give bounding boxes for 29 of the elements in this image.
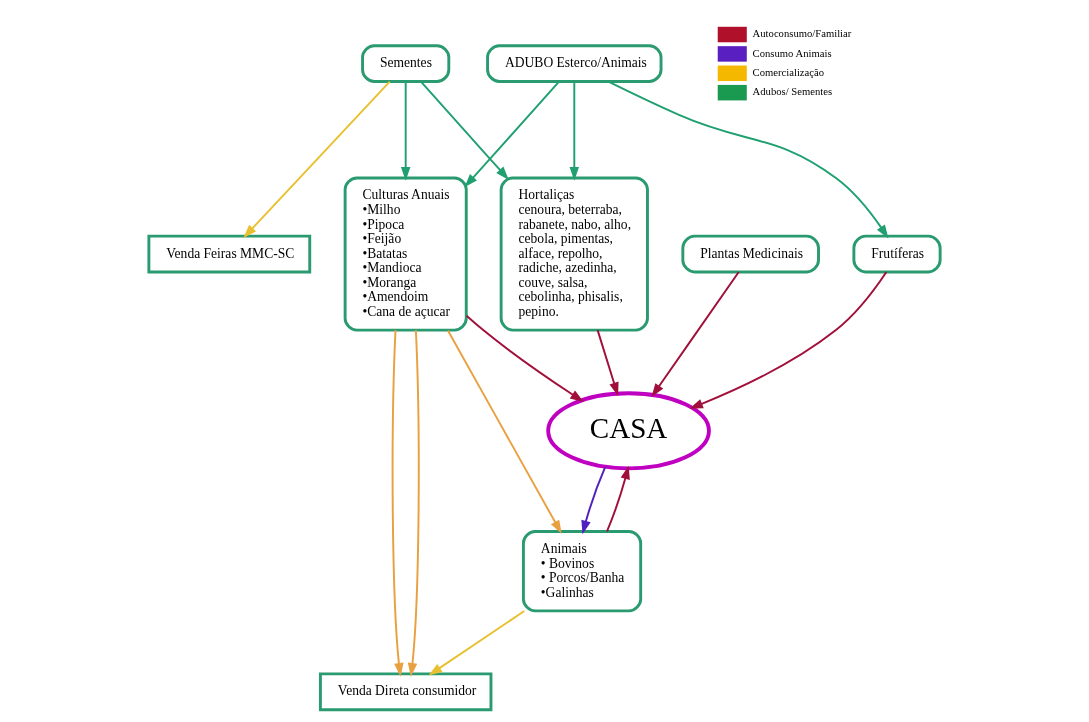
legend-label: Autoconsumo/Familiar: [752, 28, 852, 40]
node-box: Animais • Bovinos • Porcos/Banha •Galinhas: [521, 530, 643, 613]
node-box: ADUBO Esterco/Animais: [486, 44, 663, 83]
node-box: Plantas Medicinais: [681, 234, 820, 274]
legend-label: Comercialização: [752, 67, 825, 79]
arrow: [569, 80, 580, 181]
arrow: [596, 329, 619, 396]
node-box: Sementes: [361, 44, 451, 83]
arrow: [243, 80, 391, 239]
node-box: Frutíferas: [852, 234, 942, 274]
arrow: [689, 271, 888, 409]
arrow: [651, 271, 740, 397]
arrow: [464, 80, 560, 188]
legend-label: Consumo Animais: [752, 47, 832, 59]
node-box: Venda Direta consumidor: [318, 672, 493, 712]
arrow: [391, 329, 404, 677]
arrow: [581, 466, 607, 535]
arrow: [606, 465, 630, 533]
arrow: [400, 80, 411, 181]
arrow: [428, 610, 526, 676]
arrow: [465, 314, 584, 402]
node-box: Hortaliças cenoura, beterraba, rabanete, nabo, alho, cebola, pimentas, alface, repolho, radiche, azedinha, couve, salsa, cebolinha, phisalis, pepino.: [499, 176, 649, 332]
arrow: [446, 329, 562, 534]
node-box: Venda Feiras MMC-SC: [147, 234, 312, 274]
arrow: [607, 80, 889, 239]
arrow: [407, 329, 420, 677]
legend-label: Adubos/ Sementes: [752, 86, 833, 98]
node-box: Culturas Anuais •Milho •Pipoca •Feijão •Batatas •Mandioca •Moranga •Amendoim •Cana de açucar: [343, 176, 468, 332]
arrow: [419, 80, 509, 180]
